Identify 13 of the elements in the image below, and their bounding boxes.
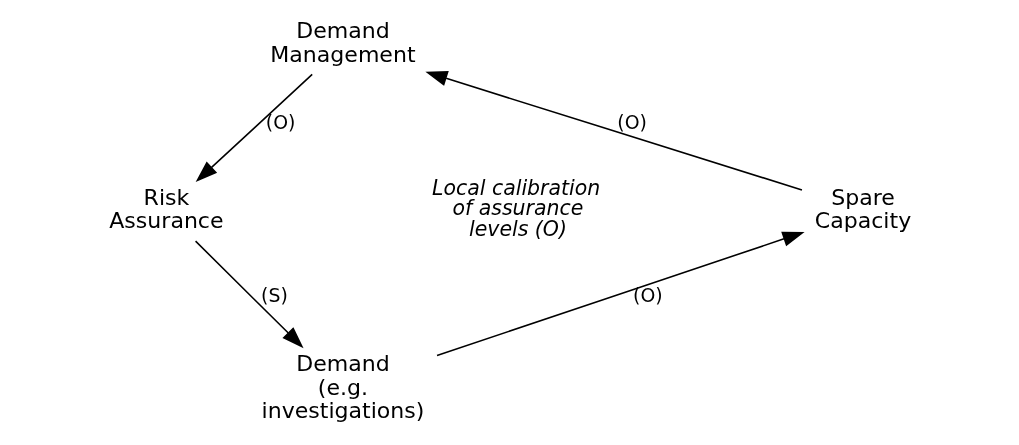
node-text: Demand (e.g. investigations): [261, 350, 424, 424]
arrow: [195, 73, 313, 183]
edge-label: (S): [260, 284, 288, 307]
edge-label: (O): [616, 110, 647, 133]
edge-label: (O): [632, 284, 663, 307]
edge-label: (O): [265, 110, 296, 133]
arrow: [194, 240, 304, 349]
label: Local calibration of assurance levels (O): [431, 175, 600, 241]
arrow: [435, 231, 805, 357]
node-text: Spare Capacity: [814, 184, 911, 234]
node-text: Demand Management: [269, 18, 416, 68]
node-text: Risk Assurance: [108, 184, 224, 234]
arrow: [424, 71, 803, 191]
